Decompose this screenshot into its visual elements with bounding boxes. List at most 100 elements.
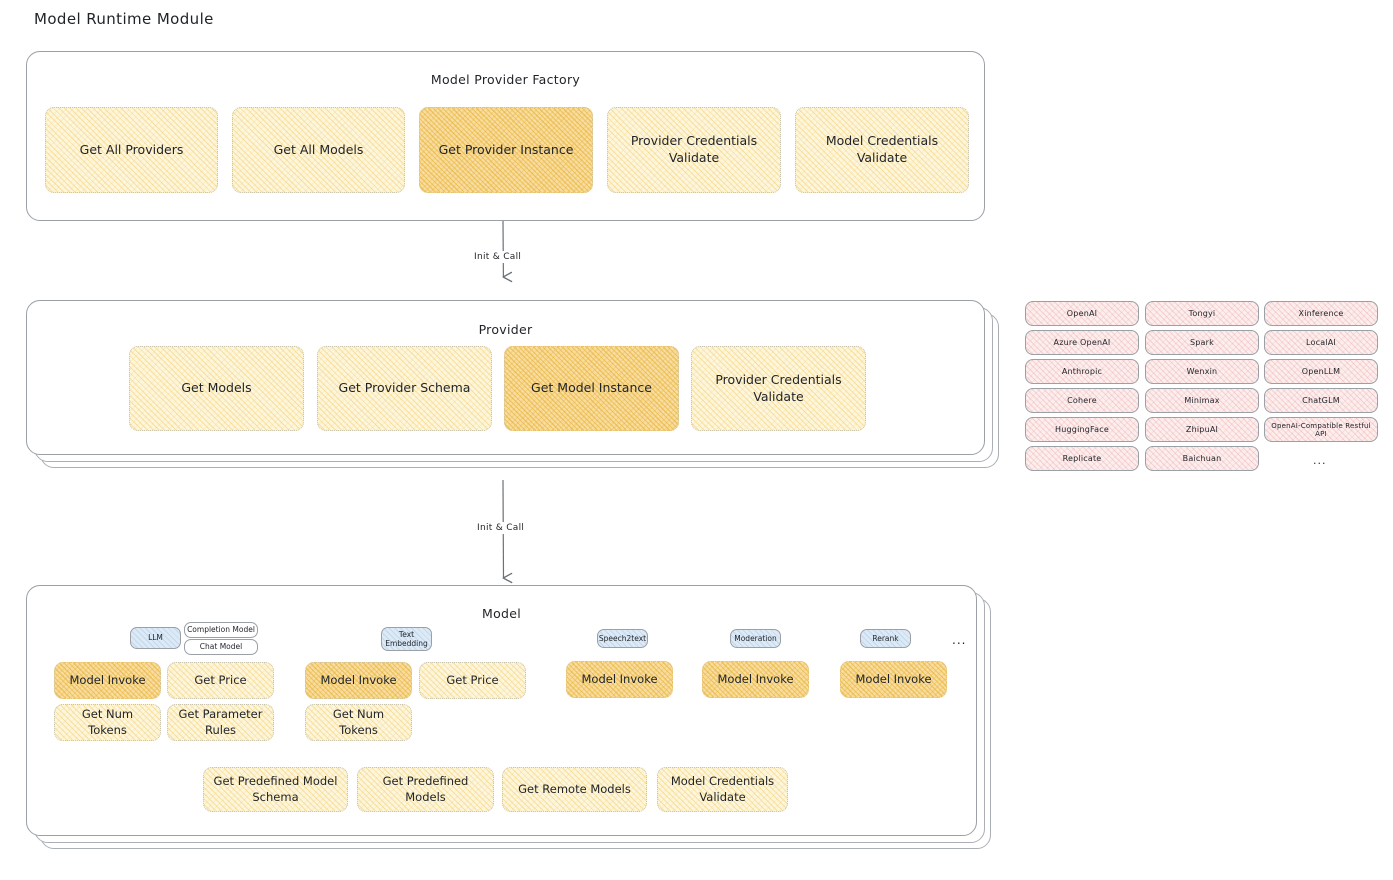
model-title: Model (481, 606, 522, 621)
provider-chip-label: ZhipuAI (1185, 425, 1219, 434)
factory-method-label: Provider Credentials Validate (630, 133, 758, 165)
provider-chip-label: Azure OpenAI (1053, 338, 1111, 347)
provider-chip-label: Cohere (1067, 396, 1097, 405)
llm-method-label: Model Invoke (69, 672, 146, 687)
factory-method-label: Get All Models (273, 141, 364, 157)
provider-chip-label: Tongyi (1188, 309, 1216, 318)
model-shared-method-label: Model Credentials Validate (670, 773, 775, 804)
provider-chip-label: HuggingFace (1055, 425, 1109, 434)
model-type-badge-rerank[interactable]: Rerank (860, 629, 911, 648)
model-shared-method-get-predefined-models[interactable]: Get Predefined Models (357, 767, 494, 812)
provider-method-label: Get Provider Schema (338, 380, 471, 396)
provider-chip-label: OpenAI-Compatible Restful API (1271, 421, 1371, 438)
model-subtype-label: Chat Model (199, 642, 243, 652)
provider-chip-tongyi[interactable]: Tongyi (1145, 301, 1259, 326)
model-provider-factory-title: Model Provider Factory (430, 72, 581, 87)
factory-method-label: Get Provider Instance (438, 141, 574, 157)
provider-chip-huggingface[interactable]: HuggingFace (1025, 417, 1139, 442)
provider-chip-label: Baichuan (1182, 454, 1222, 463)
model-subtype-badge-completion-model[interactable]: Completion Model (184, 622, 258, 638)
model-shared-method-model-credentials-validate[interactable]: Model Credentials Validate (657, 767, 788, 812)
model-type-badge-llm[interactable]: LLM (130, 627, 181, 649)
provider-method-label: Get Models (181, 380, 252, 396)
model-subtype-label: Completion Model (187, 625, 255, 635)
model-type-label: Rerank (872, 633, 899, 643)
model-shared-method-label: Get Predefined Models (382, 773, 469, 804)
provider-chip-cohere[interactable]: Cohere (1025, 388, 1139, 413)
factory-method-label: Get All Providers (79, 141, 184, 157)
model-types-more-dots: ... (952, 633, 967, 647)
model-subtype-badge-chat-model[interactable]: Chat Model (184, 639, 258, 655)
moderation-method-label: Model Invoke (717, 671, 794, 686)
llm-method-get-parameter-rules[interactable]: Get Parameter Rules (167, 704, 274, 741)
provider-chip-baichuan[interactable]: Baichuan (1145, 446, 1259, 471)
speech2text-method-label: Model Invoke (581, 671, 658, 686)
provider-method-get-model-instance[interactable]: Get Model Instance (504, 346, 679, 431)
provider-chip-anthropic[interactable]: Anthropic (1025, 359, 1139, 384)
model-type-badge-speech2text[interactable]: Speech2text (597, 629, 648, 648)
provider-chip-azure-openai[interactable]: Azure OpenAI (1025, 330, 1139, 355)
llm-method-label: Get Parameter Rules (178, 706, 263, 737)
arrow-label-init-call-2: Init & Call (473, 522, 529, 534)
factory-method-get-all-models[interactable]: Get All Models (232, 107, 405, 193)
provider-chip-label: Xinference (1298, 309, 1344, 318)
model-type-badge-moderation[interactable]: Moderation (730, 629, 781, 648)
text-embedding-method-get-num-tokens[interactable]: Get Num Tokens (305, 704, 412, 741)
factory-method-get-provider-instance[interactable]: Get Provider Instance (419, 107, 593, 193)
provider-chip-replicate[interactable]: Replicate (1025, 446, 1139, 471)
factory-method-provider-credentials-validate[interactable]: Provider Credentials Validate (607, 107, 781, 193)
provider-chip-localai[interactable]: LocalAI (1264, 330, 1378, 355)
model-type-label: Text Embedding (385, 629, 428, 648)
llm-method-model-invoke[interactable]: Model Invoke (54, 662, 161, 699)
provider-method-get-provider-schema[interactable]: Get Provider Schema (317, 346, 492, 431)
provider-chip-openai[interactable]: OpenAI (1025, 301, 1139, 326)
rerank-method-label: Model Invoke (855, 671, 932, 686)
provider-chip-label: OpenAI (1066, 309, 1098, 318)
provider-chip-label: Minimax (1184, 396, 1220, 405)
provider-chip-openai-compatible-restful-api[interactable]: OpenAI-Compatible Restful API (1264, 417, 1378, 442)
provider-chip-openllm[interactable]: OpenLLM (1264, 359, 1378, 384)
model-type-badge-text-embedding[interactable]: Text Embedding (381, 627, 432, 651)
model-shared-method-label: Get Predefined Model Schema (213, 773, 338, 804)
provider-chip-label: LocalAI (1306, 338, 1336, 347)
provider-title: Provider (478, 322, 533, 337)
provider-method-label: Get Model Instance (531, 380, 652, 396)
provider-chip-chatglm[interactable]: ChatGLM (1264, 388, 1378, 413)
provider-method-provider-credentials-validate[interactable]: Provider Credentials Validate (691, 346, 866, 431)
llm-method-label: Get Num Tokens (81, 706, 134, 737)
provider-chip-label: Wenxin (1186, 367, 1218, 376)
text-embedding-method-label: Get Price (446, 672, 499, 687)
arrow-label-init-call-1: Init & Call (470, 251, 526, 263)
text-embedding-method-label: Model Invoke (320, 672, 397, 687)
llm-method-get-num-tokens[interactable]: Get Num Tokens (54, 704, 161, 741)
provider-chip-label: Replicate (1062, 454, 1102, 463)
model-shared-method-get-remote-models[interactable]: Get Remote Models (502, 767, 647, 812)
provider-chip-label: OpenLLM (1301, 367, 1341, 376)
provider-chip-label: Anthropic (1061, 367, 1103, 376)
factory-method-model-credentials-validate[interactable]: Model Credentials Validate (795, 107, 969, 193)
moderation-method-model-invoke[interactable]: Model Invoke (702, 661, 809, 698)
llm-method-get-price[interactable]: Get Price (167, 662, 274, 699)
model-type-label: Speech2text (598, 633, 647, 643)
text-embedding-method-model-invoke[interactable]: Model Invoke (305, 662, 412, 699)
provider-chip-wenxin[interactable]: Wenxin (1145, 359, 1259, 384)
provider-chip-zhipuai[interactable]: ZhipuAI (1145, 417, 1259, 442)
llm-method-label: Get Price (194, 672, 247, 687)
model-type-label: LLM (148, 633, 163, 643)
provider-chip-xinference[interactable]: Xinference (1264, 301, 1378, 326)
provider-list-more-dots: ... (1313, 454, 1327, 467)
rerank-method-model-invoke[interactable]: Model Invoke (840, 661, 947, 698)
factory-method-get-all-providers[interactable]: Get All Providers (45, 107, 218, 193)
speech2text-method-model-invoke[interactable]: Model Invoke (566, 661, 673, 698)
text-embedding-method-get-price[interactable]: Get Price (419, 662, 526, 699)
provider-method-get-models[interactable]: Get Models (129, 346, 304, 431)
provider-method-label: Provider Credentials Validate (715, 371, 842, 404)
model-type-label: Moderation (734, 633, 777, 643)
provider-chip-spark[interactable]: Spark (1145, 330, 1259, 355)
model-shared-method-get-predefined-model-schema[interactable]: Get Predefined Model Schema (203, 767, 348, 812)
model-shared-method-label: Get Remote Models (518, 781, 631, 796)
provider-chip-label: Spark (1190, 338, 1214, 347)
provider-chip-minimax[interactable]: Minimax (1145, 388, 1259, 413)
page-title: Model Runtime Module (34, 10, 214, 28)
